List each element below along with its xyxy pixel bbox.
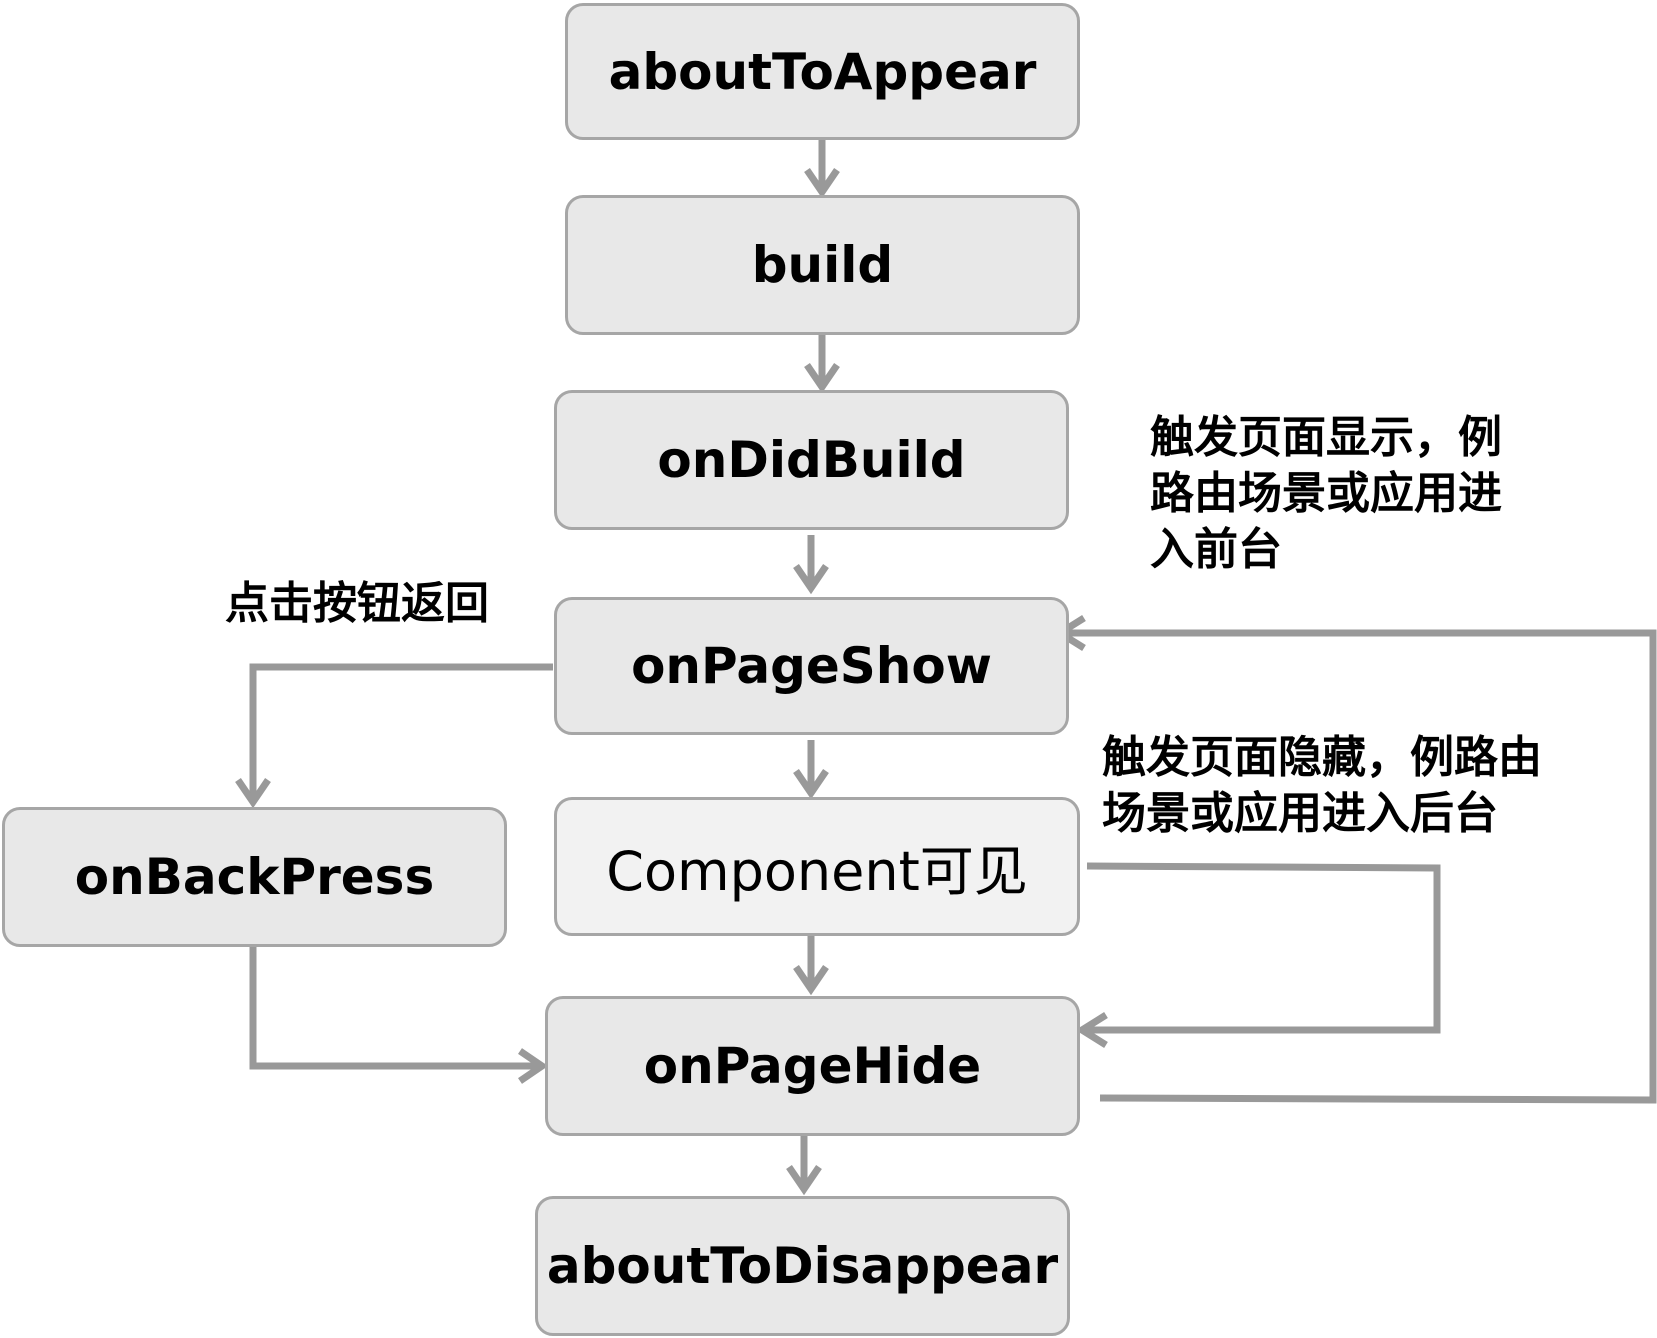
arrow-component-to-pagehide-trigger bbox=[1075, 862, 1441, 1048]
on-back-press-node: onBackPress bbox=[2, 807, 507, 947]
on-page-show-node: onPageShow bbox=[554, 597, 1069, 735]
page-hide-trigger-line: 场景或应用进入后台 bbox=[1102, 788, 1498, 839]
on-back-press-label: onBackPress bbox=[74, 848, 435, 906]
page-hide-trigger-note: 触发页面隐藏，例路由 场景或应用进入后台 bbox=[1102, 730, 1542, 842]
on-page-show-label: onPageShow bbox=[631, 637, 992, 695]
arrow-appear-to-build bbox=[804, 140, 840, 199]
arrow-pageshow-to-backpress bbox=[235, 663, 553, 809]
component-visible-label: Component可见 bbox=[606, 840, 1028, 903]
about-to-disappear-label: aboutToDisappear bbox=[546, 1237, 1059, 1295]
build-node: build bbox=[565, 195, 1080, 335]
arrow-didbuild-to-pageshow bbox=[793, 535, 829, 595]
on-did-build-label: onDidBuild bbox=[657, 431, 966, 489]
page-show-trigger-note: 触发页面显示，例 路由场景或应用进 入前台 bbox=[1150, 410, 1502, 578]
on-page-hide-node: onPageHide bbox=[545, 996, 1080, 1136]
page-show-trigger-line: 入前台 bbox=[1150, 524, 1282, 575]
back-button-label: 点击按钮返回 bbox=[225, 578, 489, 629]
on-did-build-node: onDidBuild bbox=[554, 390, 1069, 530]
page-show-trigger-line: 触发页面显示，例 bbox=[1150, 412, 1502, 463]
arrow-component-to-pagehide bbox=[793, 936, 829, 996]
on-page-hide-label: onPageHide bbox=[643, 1037, 982, 1095]
build-label: build bbox=[751, 236, 894, 294]
arrow-pageshow-to-component bbox=[793, 740, 829, 800]
page-hide-trigger-line: 触发页面隐藏，例路由 bbox=[1102, 732, 1542, 783]
back-button-note: 点击按钮返回 bbox=[225, 576, 489, 632]
about-to-appear-node: aboutToAppear bbox=[565, 3, 1080, 140]
page-show-trigger-line: 路由场景或应用进 bbox=[1150, 468, 1502, 519]
arrow-build-to-didbuild bbox=[804, 335, 840, 394]
about-to-disappear-node: aboutToDisappear bbox=[535, 1196, 1070, 1336]
about-to-appear-label: aboutToAppear bbox=[608, 42, 1037, 101]
arrow-backpress-to-pagehide bbox=[249, 947, 549, 1084]
arrow-pagehide-to-disappear bbox=[786, 1136, 822, 1196]
component-visible-node: Component可见 bbox=[554, 797, 1080, 936]
